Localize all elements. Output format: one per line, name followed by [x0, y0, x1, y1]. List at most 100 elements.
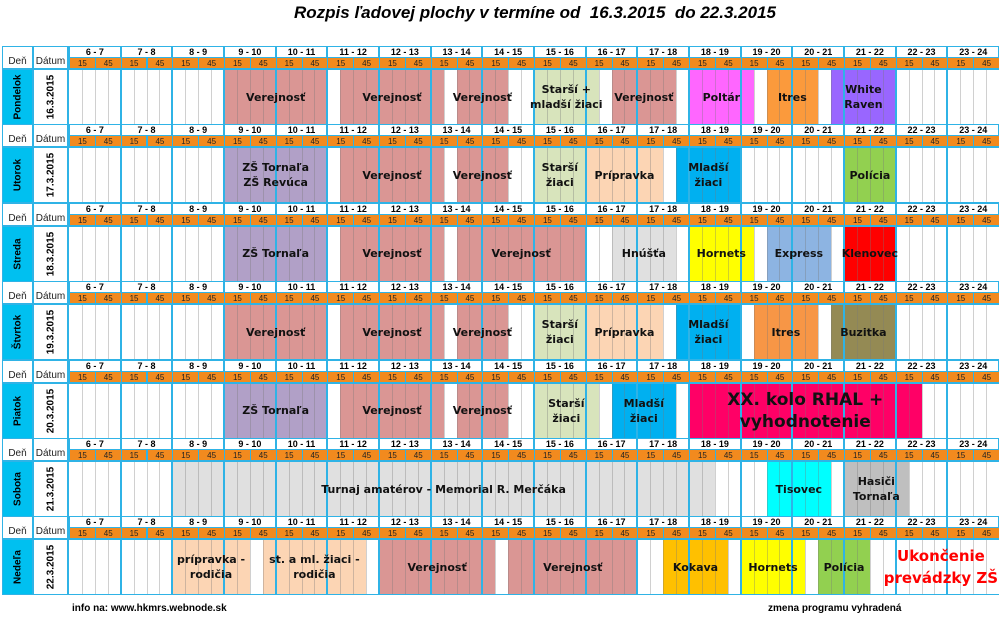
minute-header: 15 — [586, 136, 612, 147]
minute-header: 45 — [767, 136, 793, 147]
quarter-divider — [521, 305, 523, 360]
quarter-divider — [869, 70, 871, 124]
event-label: XX. kolo RHAL + vyhodnotenie — [727, 389, 884, 432]
quarter-divider — [508, 226, 510, 281]
minute-header: 15 — [121, 293, 147, 304]
event-block — [831, 305, 896, 360]
hour-divider — [636, 305, 639, 360]
quarter-divider — [701, 462, 703, 516]
hour-header: 21 - 22 — [845, 360, 895, 371]
hour-header: 17 - 18 — [638, 282, 689, 293]
minute-header: 15 — [121, 58, 147, 68]
event-label: Verejnosť — [491, 247, 551, 261]
hour-header: 9 - 10 — [225, 282, 275, 293]
hour-divider — [223, 70, 225, 124]
hour-divider — [481, 540, 484, 595]
quarter-divider — [469, 462, 471, 516]
minute-header: 45 — [147, 371, 173, 382]
hour-header: 7 - 8 — [121, 203, 172, 214]
minute-header: 15 — [380, 58, 405, 68]
hour-header: 7 - 8 — [121, 517, 172, 528]
quarter-divider — [559, 70, 561, 124]
quarter-divider — [146, 305, 148, 360]
quarter-divider — [301, 462, 303, 516]
quarter-divider — [81, 148, 83, 203]
quarter-divider — [185, 226, 187, 281]
event-label: Polícia — [849, 168, 891, 182]
event-block — [172, 462, 715, 516]
quarter-divider — [856, 383, 858, 438]
quarter-divider — [107, 148, 109, 203]
minute-header: 45 — [767, 371, 793, 382]
hour-divider — [171, 540, 174, 595]
hour-divider — [688, 462, 691, 516]
quarter-divider — [314, 305, 316, 360]
quarter-divider — [701, 305, 703, 360]
minute-header: 15 — [380, 293, 405, 304]
quarter-divider — [236, 383, 238, 438]
hour-header: 19 - 20 — [741, 439, 792, 449]
minute-header: 15 — [845, 214, 870, 225]
event-block — [585, 148, 664, 203]
quarter-divider — [882, 226, 884, 281]
quarter-divider — [986, 70, 988, 124]
hour-divider — [894, 305, 897, 360]
hour-header: 10 - 11 — [276, 360, 327, 371]
minute-header: 45 — [354, 58, 379, 68]
quarter-divider — [805, 305, 807, 360]
event-block — [379, 540, 496, 595]
quarter-divider — [714, 226, 716, 281]
info-link[interactable]: info na: www.hkmrs.webnode.sk — [72, 603, 227, 614]
minute-header: 15 — [173, 450, 199, 460]
hour-header: 20 - 21 — [793, 360, 844, 371]
quarter-divider — [469, 226, 471, 281]
event-label: Klenovec — [841, 247, 899, 261]
quarter-divider — [288, 70, 290, 124]
event-block — [676, 148, 741, 203]
minute-header: 15 — [328, 293, 354, 304]
minute-header: 15 — [896, 371, 922, 382]
minute-header: 45 — [509, 293, 535, 304]
quarter-divider — [856, 462, 858, 516]
quarter-divider — [391, 305, 393, 360]
minute-header: 15 — [690, 450, 715, 460]
hour-header: 23 - 24 — [948, 282, 999, 293]
minute-header: 45 — [199, 136, 224, 147]
event-label: Hnúšťa — [621, 247, 666, 261]
quarter-divider — [934, 462, 936, 516]
minute-header: 15 — [225, 214, 250, 225]
quarter-divider — [624, 383, 626, 438]
minute-header: 15 — [328, 214, 354, 225]
minute-header: 15 — [741, 528, 767, 539]
minute-header: 45 — [147, 293, 173, 304]
minute-header: 15 — [948, 58, 974, 68]
hour-header: 17 - 18 — [638, 360, 689, 371]
quarter-divider — [986, 383, 988, 438]
quarter-divider — [495, 383, 497, 438]
date-label: Dátum — [35, 448, 66, 459]
hour-divider — [326, 462, 329, 516]
hour-header: 20 - 21 — [793, 282, 844, 293]
quarter-divider — [805, 540, 807, 595]
day-label: Deň — [8, 291, 27, 303]
quarter-divider — [404, 148, 406, 203]
quarter-divider — [624, 226, 626, 281]
date-label: Dátum — [35, 212, 66, 224]
minute-header: 15 — [483, 450, 509, 460]
quarter-divider — [107, 383, 109, 438]
quarter-divider — [779, 462, 781, 516]
day-column-label: Deň — [3, 203, 32, 225]
minute-header: 45 — [819, 214, 845, 225]
hour-divider — [223, 148, 225, 203]
minute-header: 45 — [405, 528, 431, 539]
hour-header: 20 - 21 — [793, 203, 844, 214]
quarter-divider — [456, 540, 458, 595]
quarter-divider — [521, 226, 523, 281]
quarter-divider — [198, 70, 200, 124]
hour-header: 18 - 19 — [690, 125, 740, 136]
minute-header: 15 — [121, 136, 147, 147]
quarter-divider — [818, 70, 820, 124]
minute-header: 45 — [715, 214, 741, 225]
quarter-divider — [856, 70, 858, 124]
minute-header: 15 — [741, 293, 767, 304]
